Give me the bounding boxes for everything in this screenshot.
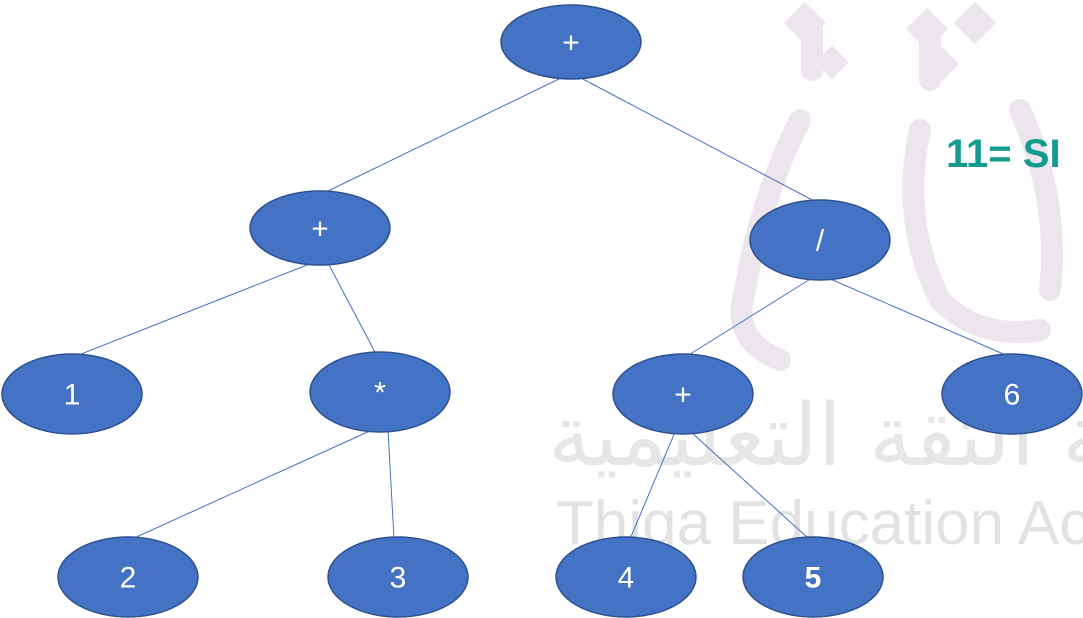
tree-node-ellipse	[309, 351, 451, 433]
tree-node-ellipse	[327, 536, 469, 618]
tree-node-ellipse	[612, 353, 754, 435]
tree-node-n0: +	[500, 4, 642, 80]
tree-node-n6: 6	[941, 353, 1083, 435]
tree-node-ellipse	[500, 4, 642, 80]
tree-node-n2: /	[749, 199, 891, 281]
tree-node-label: 2	[120, 562, 137, 595]
tree-node-label: +	[311, 213, 329, 246]
tree-edge-n4-n7	[131, 429, 373, 540]
tree-node-label: 6	[1004, 379, 1021, 412]
tree-node-n7: 2	[57, 536, 199, 618]
tree-node-ellipse	[749, 199, 891, 281]
tree-node-label: 3	[390, 562, 407, 595]
tree-edge-n1-n3	[75, 262, 313, 357]
tree-node-ellipse	[941, 353, 1083, 435]
tree-node-n5: +	[612, 353, 754, 435]
tree-edge-n2-n5	[686, 277, 813, 357]
tree-edge-n2-n6	[827, 277, 1009, 357]
tree-edge-n5-n10	[690, 431, 810, 540]
tree-edges	[75, 76, 1009, 540]
tree-node-n3: 1	[1, 353, 143, 435]
tree-node-ellipse	[57, 536, 199, 618]
tree-node-n8: 3	[327, 536, 469, 618]
tree-node-label: /	[816, 225, 825, 258]
tree-node-label: 4	[618, 562, 635, 595]
tree-edge-n4-n8	[387, 429, 395, 540]
tree-edge-n0-n1	[323, 76, 564, 194]
tree-node-n1: +	[249, 190, 391, 266]
tree-node-n9: 4	[555, 536, 697, 618]
tree-node-ellipse	[555, 536, 697, 618]
tree-edge-n1-n4	[327, 262, 377, 355]
tree-node-ellipse	[742, 536, 884, 618]
tree-node-ellipse	[1, 353, 143, 435]
annotation-label: 11= SI	[946, 132, 1061, 176]
tree-edge-n0-n2	[578, 76, 817, 203]
tree-node-n10: 5	[742, 536, 884, 618]
tree-node-label: +	[562, 27, 580, 60]
tree-node-n4: *	[309, 351, 451, 433]
tree-node-ellipse	[249, 190, 391, 266]
tree-nodes: + + / 1 * +6 2 3 4 5	[1, 4, 1083, 618]
tree-node-label: *	[374, 377, 386, 410]
tree-edge-n5-n9	[629, 431, 676, 540]
tree-node-label: 5	[805, 562, 822, 595]
tree-node-label: 1	[64, 379, 81, 412]
tree-node-label: +	[674, 379, 692, 412]
